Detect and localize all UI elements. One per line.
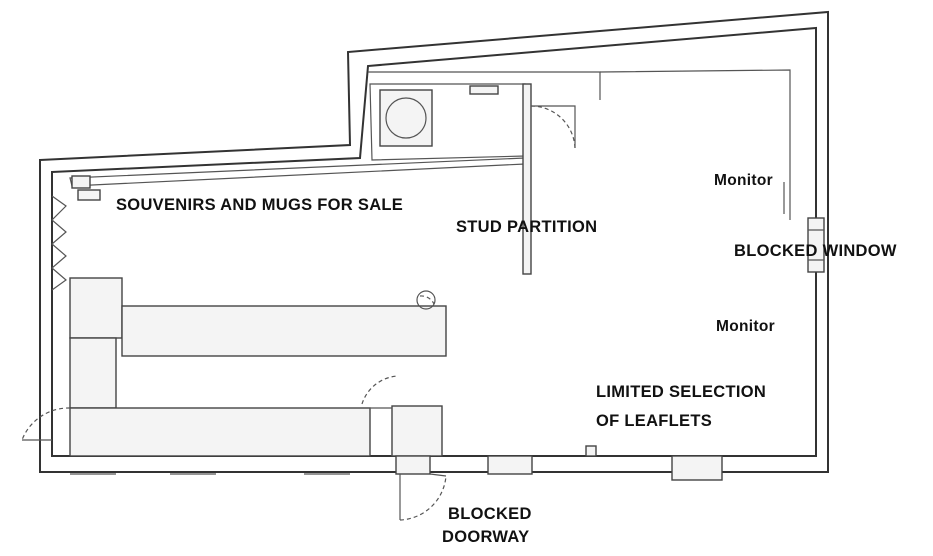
souvenirs-label: SOUVENIRS AND MUGS FOR SALE: [116, 196, 404, 214]
stud-partition-wall: [522, 83, 532, 275]
boiler-unit: [379, 89, 433, 147]
doorway-label-line1: BLOCKED: [448, 505, 532, 523]
cupboard-room: [368, 69, 791, 220]
blocked-window-label: BLOCKED WINDOW: [734, 242, 897, 260]
counters: [69, 277, 447, 457]
partition-door: [530, 105, 576, 149]
bottom-wall-openings: [70, 445, 723, 481]
bottom-window-1: [487, 455, 533, 475]
door-swings: [21, 375, 399, 441]
counter-upper: [121, 305, 447, 357]
outer-walls: [39, 10, 829, 473]
counter-block-left-top: [69, 277, 123, 339]
stud-partition-label: STUD PARTITION: [456, 218, 598, 236]
blocked-window-mark: [807, 217, 825, 273]
leaflets-label-line2: OF LEAFLETS: [596, 412, 713, 430]
monitor-label-top: Monitor: [714, 172, 773, 189]
bottom-window-2: [671, 455, 723, 481]
counter-lower: [69, 407, 371, 457]
left-windows: [51, 195, 67, 291]
doorway-label-line2: DOORWAY: [442, 528, 530, 546]
counter-block-right: [391, 405, 443, 457]
monitor-label-bottom: Monitor: [716, 318, 775, 335]
leaflets-label-line1: LIMITED SELECTION: [596, 383, 767, 401]
blocked-doorway-mark: [395, 455, 447, 521]
